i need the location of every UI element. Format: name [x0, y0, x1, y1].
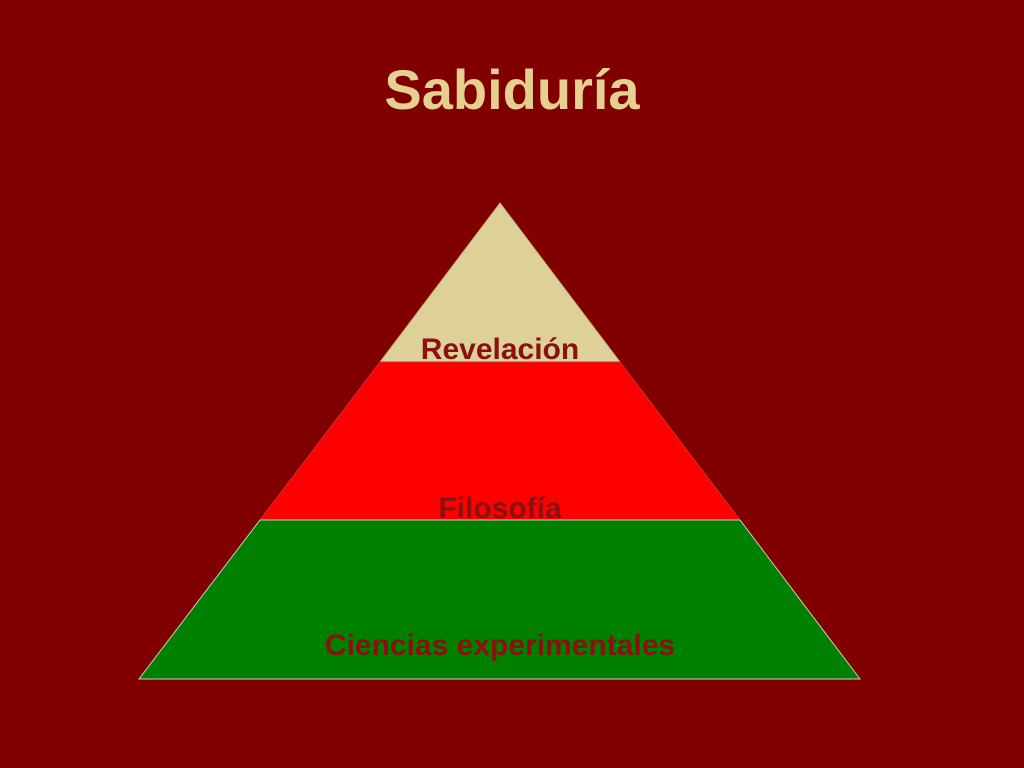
pyramid-label-revelacion: Revelación	[421, 333, 579, 366]
pyramid-level-ciencias	[137, 519, 862, 680]
slide-title: Sabiduría	[384, 58, 640, 121]
pyramid-label-filosofia: Filosofía	[438, 492, 562, 525]
pyramid-label-ciencias: Ciencias experimentales	[325, 629, 675, 662]
